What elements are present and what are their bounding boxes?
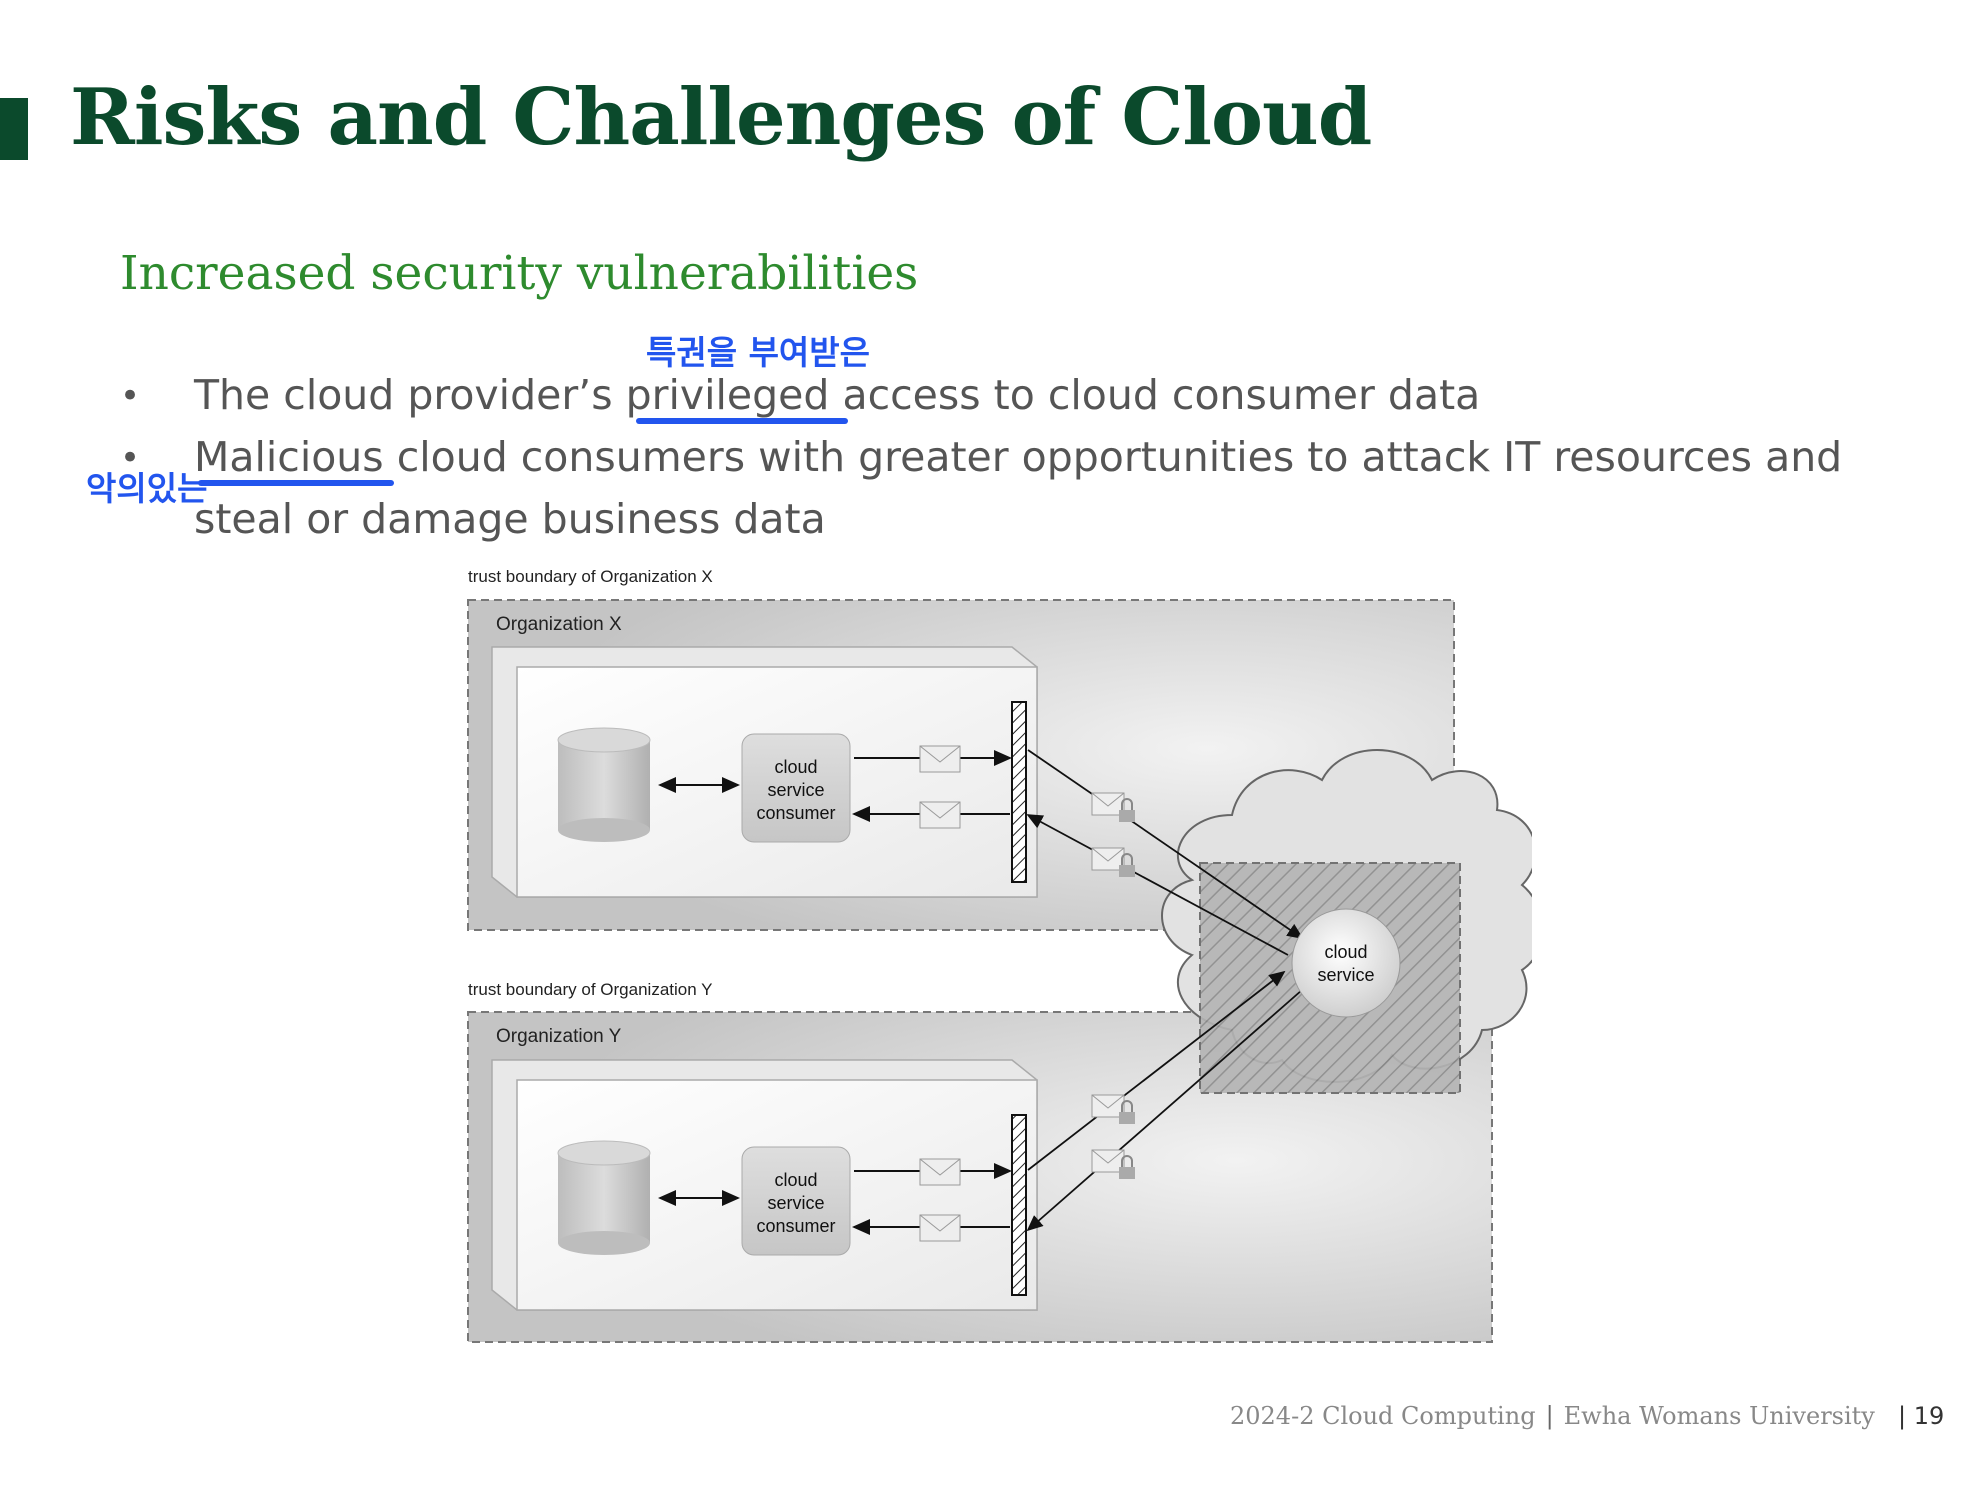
lock-icon: [1119, 1100, 1135, 1124]
bullet-text-after: access to cloud consumer data: [829, 371, 1481, 419]
footer-separator: |: [1545, 1402, 1554, 1430]
svg-text:service: service: [1317, 965, 1374, 985]
footer: 2024-2 Cloud Computing | Ewha Womans Unive…: [1230, 1402, 1875, 1430]
svg-text:cloud: cloud: [1324, 942, 1367, 962]
database-icon: [557, 727, 651, 842]
svg-text:cloud: cloud: [774, 757, 817, 777]
lock-icon: [1119, 853, 1135, 877]
envelope-icon: [1091, 792, 1125, 816]
database-icon: [557, 1140, 651, 1255]
envelope-icon: [919, 745, 961, 773]
trust-boundary-y-label: trust boundary of Organization Y: [468, 980, 712, 999]
message-flow: [1027, 749, 1304, 940]
annotation-underline-privileged: [636, 418, 848, 424]
organization-x-label: Organization X: [496, 614, 622, 635]
bullet-item: Malicious cloud consumers with greater o…: [194, 426, 1914, 550]
message-flow: [1027, 970, 1286, 1171]
envelope-icon: [919, 801, 961, 829]
annotation-underline-malicious: [198, 480, 394, 486]
cloud-service-consumer-x: cloud service consumer: [741, 733, 851, 843]
svg-text:cloud: cloud: [774, 1170, 817, 1190]
bullet-highlight: privileged: [625, 371, 830, 419]
footer-course: 2024-2 Cloud Computing: [1230, 1402, 1536, 1430]
bullet-highlight: Malicious: [194, 433, 384, 481]
bullet-marker: •: [120, 438, 141, 478]
organization-y-label: Organization Y: [496, 1026, 622, 1047]
trust-boundary-diagram: trust boundary of Organization X Organiz…: [467, 567, 1532, 1343]
bullet-text-before: The cloud provider’s: [194, 371, 626, 419]
message-flow: [1026, 989, 1303, 1232]
bullet-text-after: cloud consumers with greater opportuniti…: [194, 433, 1843, 543]
slide-title: Risks and Challenges of Cloud: [70, 72, 1372, 163]
firewall-icon: [1011, 701, 1027, 883]
slide-subtitle: Increased security vulnerabilities: [120, 246, 919, 301]
annotation-privileged: 특권을 부여받은: [646, 333, 871, 372]
envelope-icon: [1091, 1149, 1125, 1173]
message-flow: [1026, 814, 1289, 956]
firewall-icon: [1011, 1114, 1027, 1296]
svg-text:consumer: consumer: [756, 803, 835, 823]
bullet-marker: •: [120, 376, 141, 416]
annotation-malicious: 악의있는: [86, 469, 208, 508]
footer-university: Ewha Womans University: [1563, 1402, 1875, 1430]
envelope-icon: [919, 1158, 961, 1186]
envelope-icon: [919, 1214, 961, 1242]
envelope-icon: [1091, 1094, 1125, 1118]
svg-text:service: service: [767, 1193, 824, 1213]
svg-text:consumer: consumer: [756, 1216, 835, 1236]
envelope-icon: [1091, 847, 1125, 871]
trust-boundary-x-label: trust boundary of Organization X: [468, 567, 713, 586]
lock-icon: [1119, 798, 1135, 822]
svg-text:service: service: [767, 780, 824, 800]
bullet-item: The cloud provider’s privileged access t…: [194, 364, 1914, 426]
page-number: | 19: [1898, 1402, 1945, 1430]
title-accent-bar: [0, 98, 28, 160]
cloud-service: cloud service: [1291, 908, 1401, 1018]
cloud-service-consumer-y: cloud service consumer: [741, 1146, 851, 1256]
lock-icon: [1119, 1155, 1135, 1179]
